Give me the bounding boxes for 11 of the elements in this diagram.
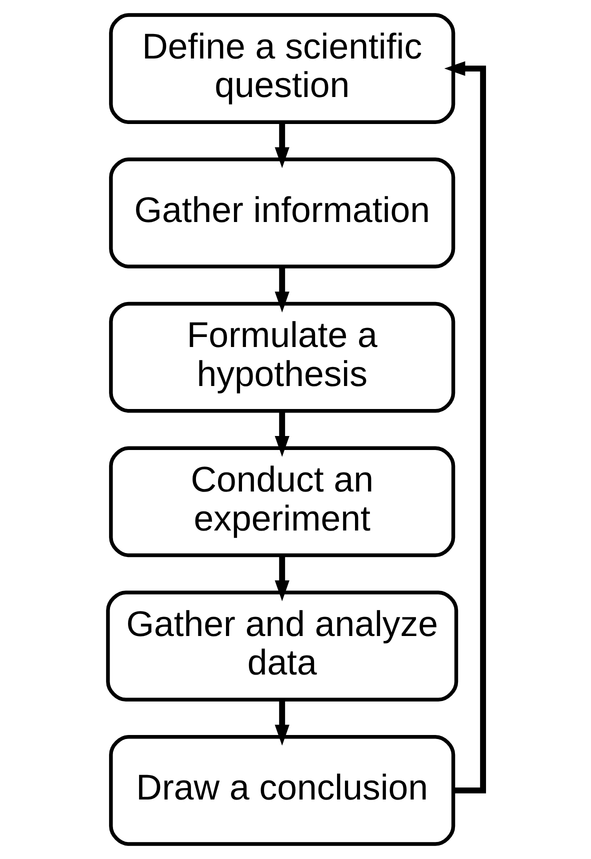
arrow bbox=[274, 555, 290, 602]
arrow bbox=[274, 411, 290, 457]
arrow bbox=[274, 700, 290, 746]
node-box: Conduct an experiment bbox=[109, 446, 456, 558]
node-box: Formulate a hypothesis bbox=[109, 302, 456, 413]
node-box: Draw a conclusion bbox=[109, 735, 456, 846]
arrow bbox=[274, 266, 290, 313]
arrow bbox=[274, 122, 290, 168]
node-box: Gather and analyze data bbox=[106, 590, 458, 702]
node-box: Gather information bbox=[109, 157, 456, 268]
node-box: Define a scientific question bbox=[109, 13, 456, 124]
